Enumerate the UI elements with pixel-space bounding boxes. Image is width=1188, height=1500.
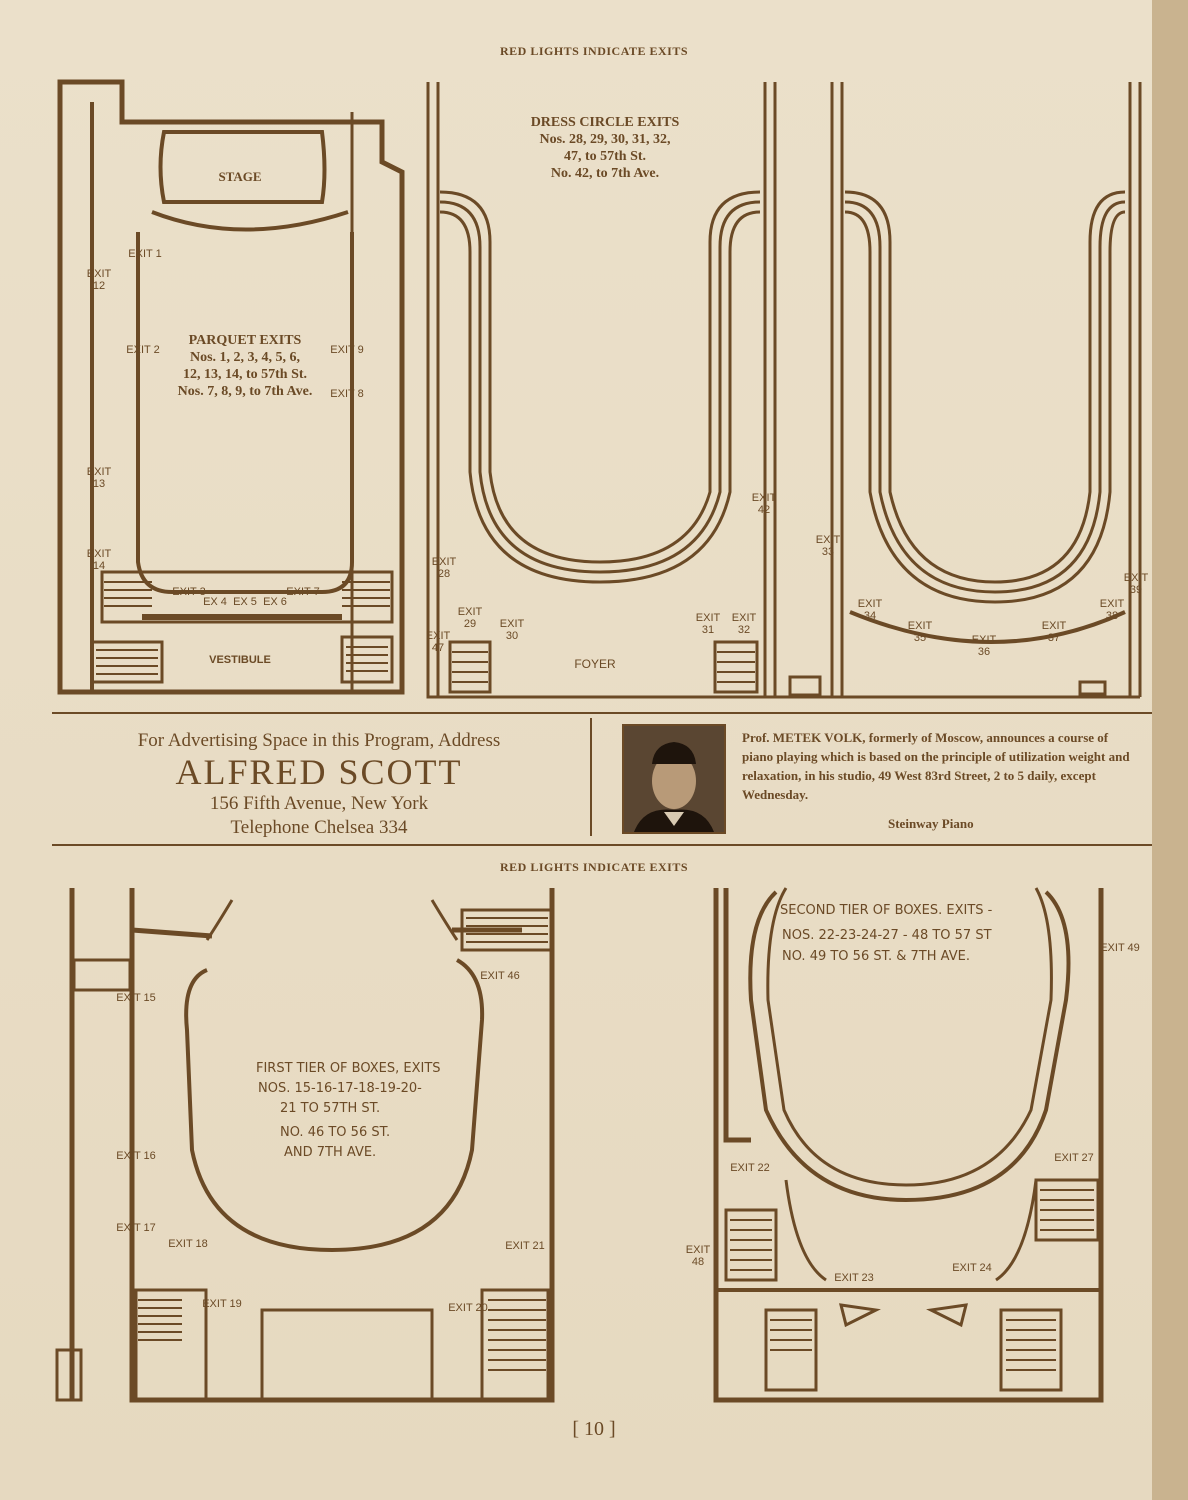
exit-17-label: EXIT 17 bbox=[116, 1222, 156, 1234]
exit-32-label: EXIT 32 bbox=[731, 612, 757, 636]
piano-ad-signature: Steinway Piano bbox=[888, 816, 974, 831]
exit-47-label: EXIT 47 bbox=[425, 630, 451, 654]
exit-7-label: EXIT 7 bbox=[286, 586, 320, 598]
page-edge bbox=[1152, 0, 1188, 1500]
exit-33-label: EXIT 33 bbox=[815, 534, 841, 558]
portrait-photo bbox=[622, 724, 726, 834]
header-mid: RED LIGHTS INDICATE EXITS bbox=[500, 860, 688, 874]
exit-23-label: EXIT 23 bbox=[834, 1272, 874, 1284]
dress-line-2: 47, to 57th St. bbox=[563, 149, 647, 164]
dress-circle-plan bbox=[420, 72, 1150, 708]
advertising-ad: For Advertising Space in this Program, A… bbox=[52, 722, 586, 838]
first-tier-line-1: FIRST TIER OF BOXES, EXITS bbox=[256, 1061, 441, 1076]
divider-bottom bbox=[52, 844, 1152, 846]
exit-2-label: EXIT 2 bbox=[126, 344, 160, 356]
exit-48-label: EXIT 48 bbox=[685, 1244, 711, 1268]
first-tier-line-3: 21 TO 57TH ST. bbox=[280, 1101, 381, 1116]
ad-line-1: For Advertising Space in this Program, A… bbox=[137, 730, 501, 751]
second-tier-line-2: NOS. 22-23-24-27 - 48 TO 57 ST bbox=[782, 928, 992, 943]
exit-24-label: EXIT 24 bbox=[952, 1262, 992, 1274]
exit-19-label: EXIT 19 bbox=[202, 1298, 242, 1310]
second-tier-line-1: SECOND TIER OF BOXES. EXITS - bbox=[780, 903, 993, 918]
divider-top bbox=[52, 712, 1152, 714]
exit-15-label: EXIT 15 bbox=[116, 992, 156, 1004]
exit-16-label: EXIT 16 bbox=[116, 1150, 156, 1162]
exit-13-label: EXIT 13 bbox=[86, 466, 112, 490]
piano-ad-text: Prof. METEK VOLK, formerly of Moscow, an… bbox=[742, 730, 1130, 802]
dress-line-1: Nos. 28, 29, 30, 31, 32, bbox=[539, 132, 671, 147]
exit-37-label: EXIT 37 bbox=[1041, 620, 1067, 644]
exit-46-label: EXIT 46 bbox=[480, 970, 520, 982]
parquet-line-1: Nos. 1, 2, 3, 4, 5, 6, bbox=[189, 350, 301, 365]
exit-20-label: EXIT 20 bbox=[448, 1302, 488, 1314]
second-tier-line-3: NO. 49 TO 56 ST. & 7TH AVE. bbox=[782, 949, 970, 964]
foyer-label: FOYER bbox=[574, 657, 616, 671]
page-number: [ 10 ] bbox=[572, 1418, 616, 1440]
dress-title: DRESS CIRCLE EXITS bbox=[530, 115, 680, 130]
header-top: RED LIGHTS INDICATE EXITS bbox=[500, 44, 688, 58]
parquet-line-2: 12, 13, 14, to 57th St. bbox=[182, 367, 308, 382]
first-tier-line-2: NOS. 15-16-17-18-19-20- bbox=[258, 1081, 422, 1096]
exit-8-label: EXIT 8 bbox=[330, 388, 364, 400]
vestibule-label: VESTIBULE bbox=[209, 654, 271, 666]
exit-22-label: EXIT 22 bbox=[730, 1162, 770, 1174]
exit-28-label: EXIT 28 bbox=[431, 556, 457, 580]
exit-14-label: EXIT 14 bbox=[86, 548, 112, 572]
exit-12-label: EXIT 12 bbox=[86, 268, 112, 292]
exit-3-label: EXIT 3 bbox=[172, 586, 206, 598]
exit-21-label: EXIT 21 bbox=[505, 1240, 545, 1252]
ad-address: 156 Fifth Avenue, New York bbox=[209, 793, 429, 814]
dress-line-3: No. 42, to 7th Ave. bbox=[550, 166, 660, 181]
exit-36-label: EXIT 36 bbox=[971, 634, 997, 658]
exit-1-label: EXIT 1 bbox=[128, 248, 162, 260]
exit-31-label: EXIT 31 bbox=[695, 612, 721, 636]
exit-30-label: EXIT 30 bbox=[499, 618, 525, 642]
parquet-plan bbox=[52, 72, 422, 708]
parquet-title: PARQUET EXITS bbox=[188, 333, 302, 348]
exit-49-label: EXIT 49 bbox=[1100, 942, 1140, 954]
exit-38-label: EXIT 38 bbox=[1099, 598, 1125, 622]
second-tier-plan bbox=[706, 880, 1146, 1410]
exit-6-label: EX 6 bbox=[263, 596, 287, 608]
piano-ad: Prof. METEK VOLK, formerly of Moscow, an… bbox=[590, 718, 1152, 836]
exit-18-label: EXIT 18 bbox=[168, 1238, 208, 1250]
parquet-line-3: Nos. 7, 8, 9, to 7th Ave. bbox=[177, 384, 313, 399]
exit-27-label: EXIT 27 bbox=[1054, 1152, 1094, 1164]
ad-name: ALFRED SCOTT bbox=[175, 752, 463, 792]
exit-39-label: EXIT 39 bbox=[1123, 572, 1149, 596]
stage-label: STAGE bbox=[218, 169, 262, 184]
ad-telephone: Telephone Chelsea 334 bbox=[230, 817, 408, 838]
exit-5-label: EX 5 bbox=[233, 596, 257, 608]
exit-9-label: EXIT 9 bbox=[330, 344, 364, 356]
exit-4-label: EX 4 bbox=[203, 596, 227, 608]
exit-35-label: EXIT 35 bbox=[907, 620, 933, 644]
exit-34-label: EXIT 34 bbox=[857, 598, 883, 622]
first-tier-plan bbox=[52, 880, 572, 1410]
first-tier-line-5: AND 7TH AVE. bbox=[284, 1145, 377, 1160]
first-tier-line-4: NO. 46 TO 56 ST. bbox=[280, 1125, 391, 1140]
exit-42-label: EXIT 42 bbox=[751, 492, 777, 516]
exit-29-label: EXIT 29 bbox=[457, 606, 483, 630]
